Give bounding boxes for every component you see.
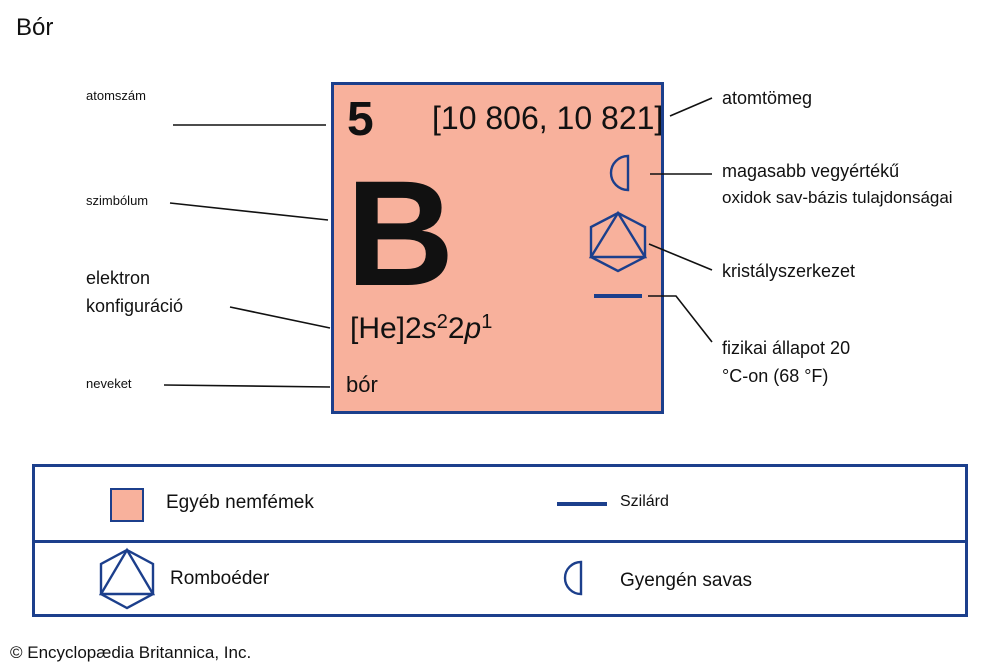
atomic-mass: [10 806, 10 821] [432,100,664,136]
label-config-line2: konfiguráció [86,296,184,316]
legend-half-circle-icon [563,560,583,596]
half-circle-icon [609,154,630,192]
electron-configuration: [He]2s22p1 [350,311,493,345]
page-title: Bór [16,14,54,41]
label-atomic-mass: atomtömeg [722,88,813,108]
leader-state [648,295,713,343]
element-card [331,82,664,414]
nonmetal-swatch [110,488,144,522]
label-oxide-line2: oxidok sav-bázis tulajdonságai [722,188,953,207]
leader-atomic-mass [669,97,713,117]
label-atomic-number: atomszám [86,88,146,103]
leader-names [163,384,331,388]
legend-weakly-acidic: Gyengén savas [620,570,753,591]
legend-other-nonmetals: Egyéb nemfémek [166,492,314,513]
legend-rhombohedral: Romboéder [170,568,270,589]
label-symbol: szimbólum [86,193,149,208]
label-config-line1: elektron [86,268,151,288]
label-crystal-structure: kristályszerkezet [722,261,856,281]
legend-divider [32,540,968,543]
leader-crystal [648,243,713,271]
atomic-number: 5 [347,93,374,146]
leader-symbol [169,202,329,221]
element-name: bór [346,372,378,397]
copyright: © Encyclopædia Britannica, Inc. [10,643,252,662]
legend-solid: Szilárd [620,493,669,510]
label-state-line1: fizikai állapot 20 [722,338,851,358]
legend-hexagon-triangle-icon [98,547,156,610]
leader-lines [163,97,713,388]
leader-config [229,306,331,329]
label-names: neveket [86,376,132,391]
label-state-line2: °C-on (68 °F) [722,366,829,386]
hexagon-triangle-icon [588,210,648,273]
label-oxide-line1: magasabb vegyértékű [722,161,900,181]
element-symbol: B [346,149,454,317]
